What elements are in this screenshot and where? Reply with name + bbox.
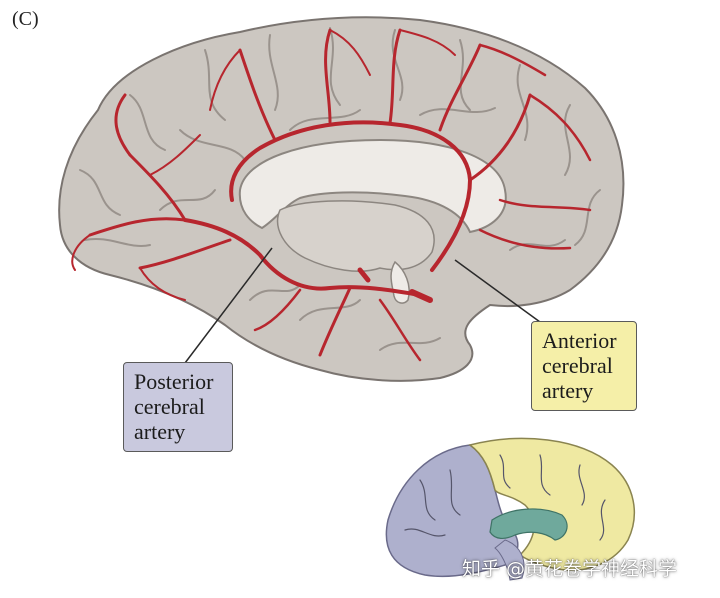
anterior-territory [468,437,635,571]
thalamus [276,200,435,272]
panel-label: (C) [12,8,39,30]
middle-territory [489,508,568,541]
arterial-branches [71,28,592,362]
posterior-cerebral-artery-label: Posterior cerebral artery [123,362,233,452]
anterior-leader-line [454,259,541,323]
posterior-label-line-3: artery [134,419,186,444]
cerebral-hemisphere-medial-surface [58,16,625,382]
watermark: 知乎 @黄花卷学神经科学 [462,558,678,580]
anterior-label-line-2: cerebral [542,353,613,378]
posterior-leader-line [184,247,273,364]
posterior-label-line-1: Posterior [134,369,214,394]
corpus-callosum [238,138,507,234]
inset-brainstem [494,539,525,581]
inset-sulci [404,454,606,541]
cortical-sulci [79,27,601,351]
anterior-cerebral-artery-label: Anterior cerebral artery [531,321,637,411]
posterior-label-line-2: cerebral [134,394,205,419]
anterior-label-line-1: Anterior [542,328,617,353]
medial-brain-illustration [58,16,625,382]
anterior-label-line-3: artery [542,378,594,403]
territory-inset [385,437,635,581]
